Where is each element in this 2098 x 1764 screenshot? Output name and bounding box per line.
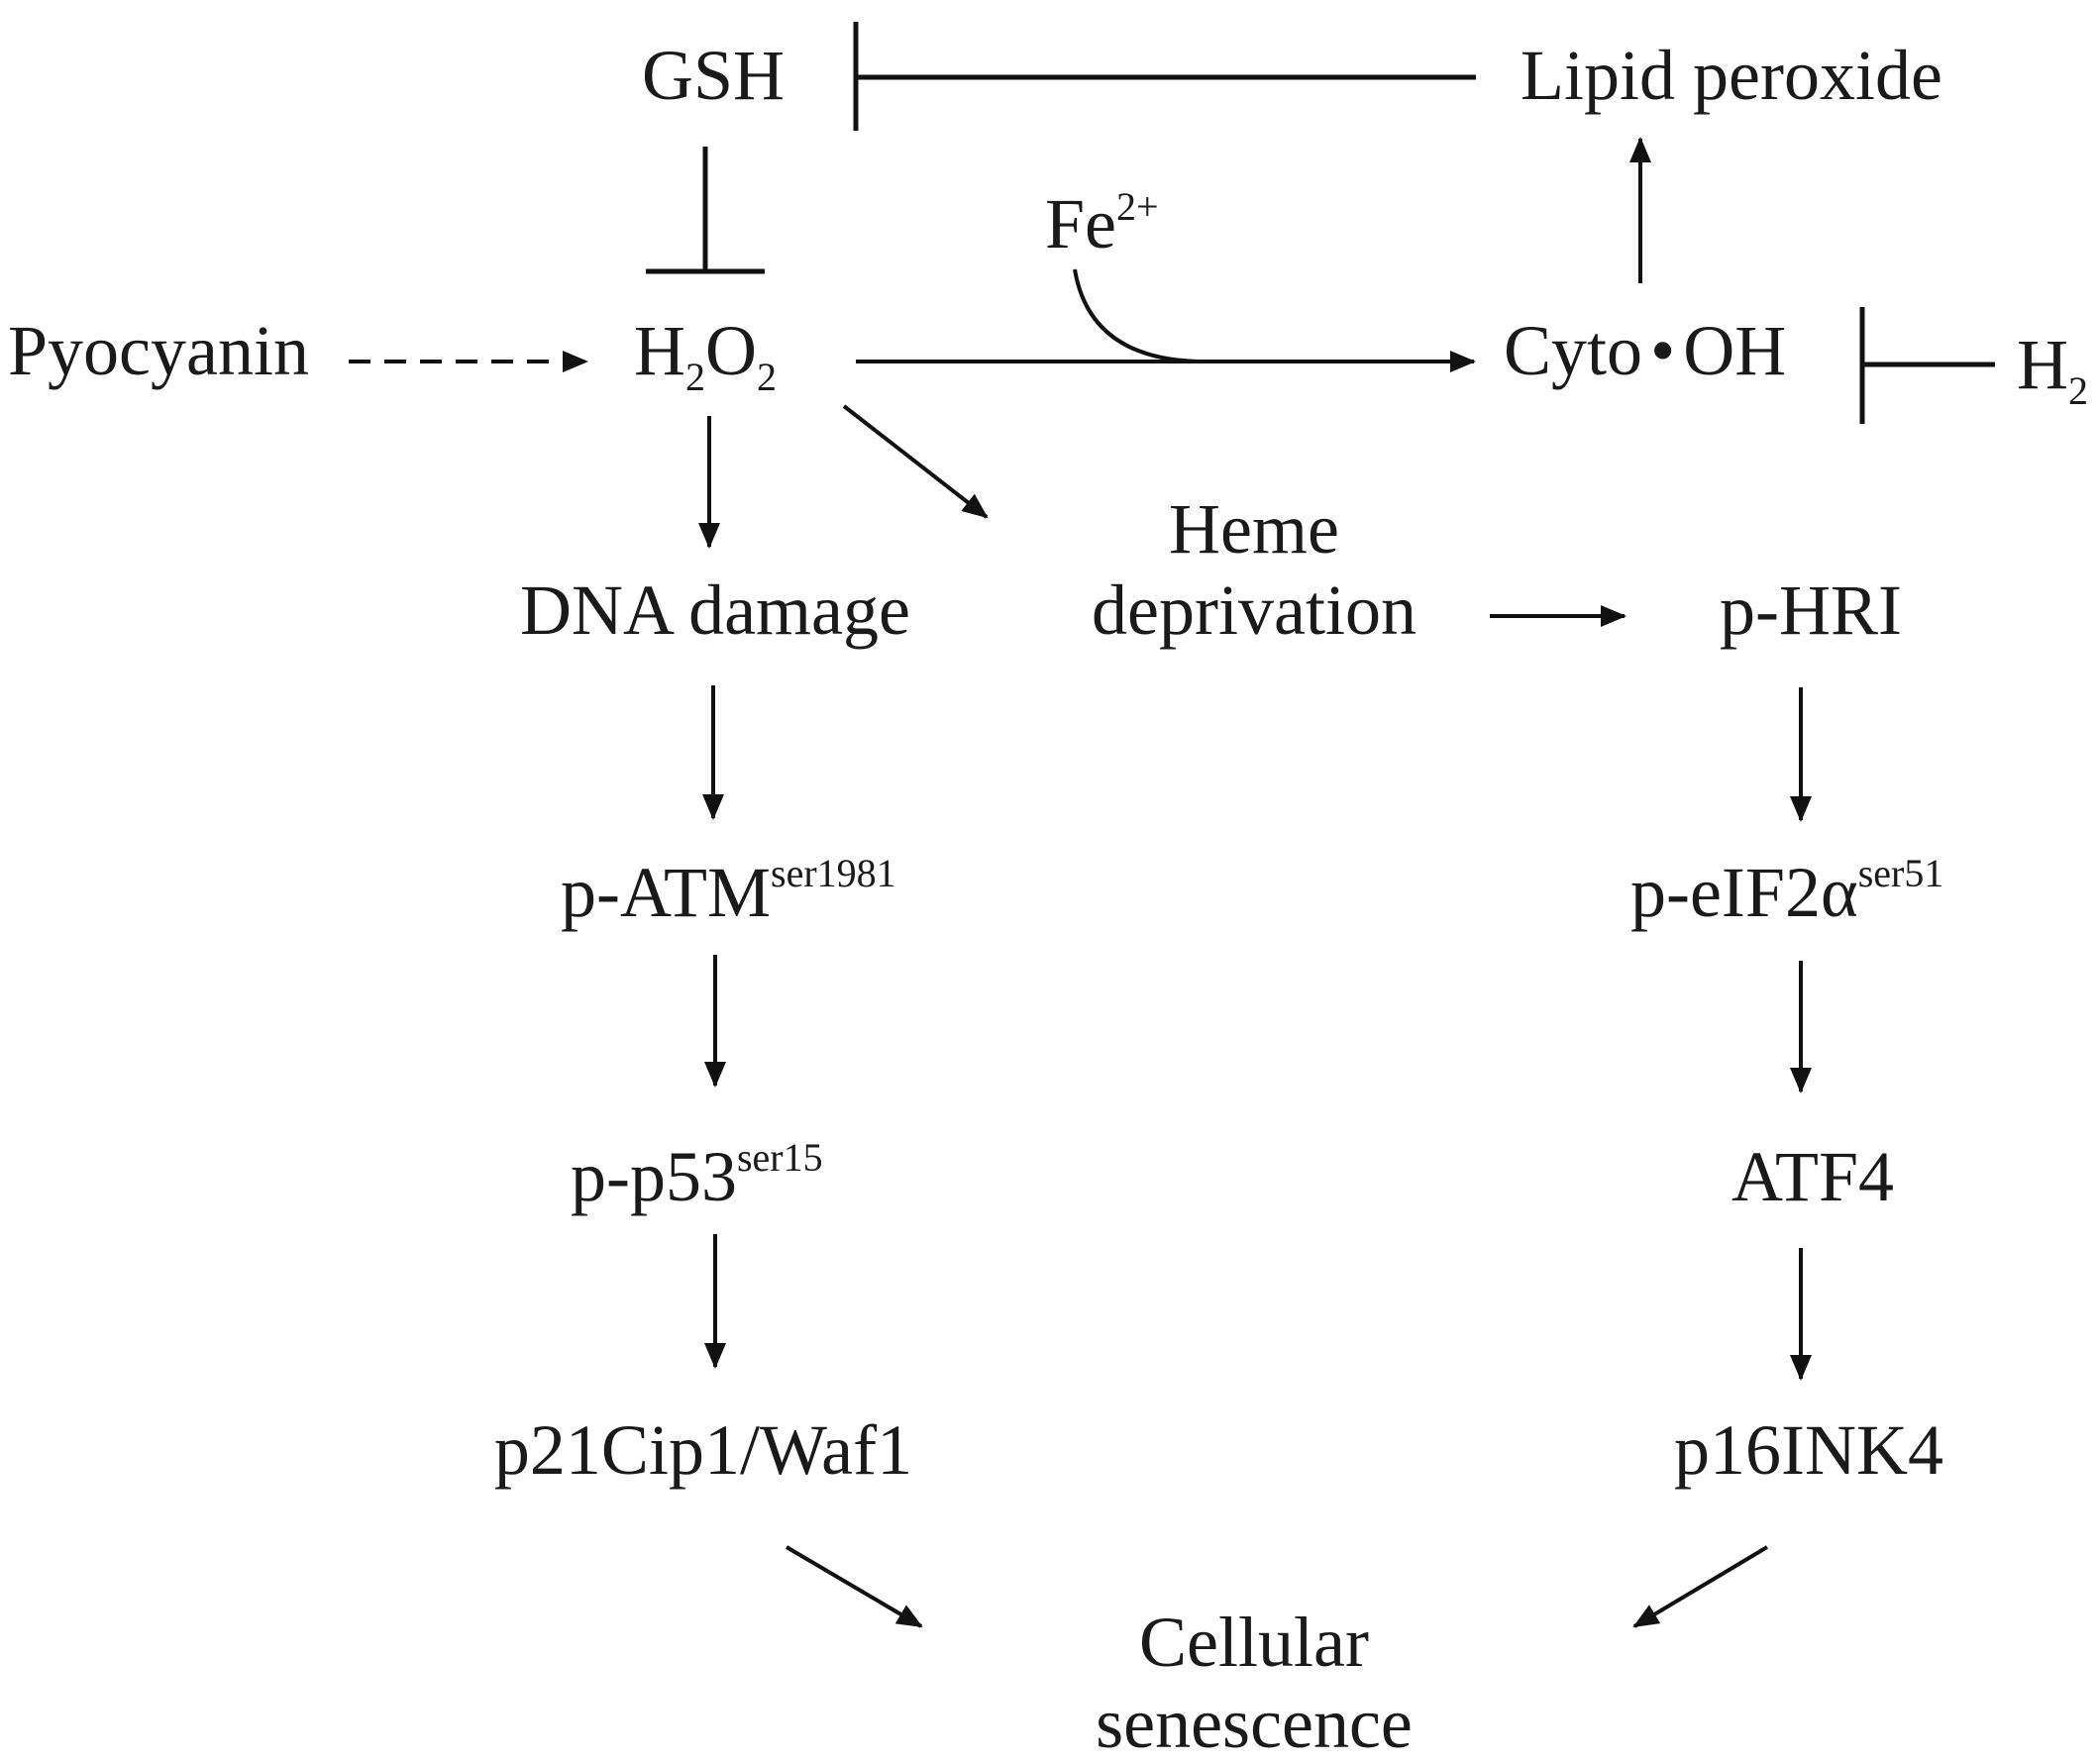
h2-h: H [2017, 325, 2068, 404]
h2o2-sub-2: 2 [757, 355, 777, 399]
node-cellular-senescence-line2: senescence [1096, 1684, 1413, 1763]
p-atm-site: ser1981 [771, 851, 896, 895]
node-atf4: ATF4 [1731, 1137, 1894, 1216]
p-p53-site: ser15 [737, 1135, 823, 1180]
node-heme-deprivation-line1: Heme [1169, 489, 1339, 569]
edge-h2o2-to-heme [842, 404, 989, 519]
h2o2-sub-1: 2 [685, 355, 705, 399]
h2o2-o: O [705, 311, 757, 390]
radical-dot: • [1650, 311, 1675, 390]
node-p-eif2a: p-eIF2αser51 [1630, 851, 1943, 932]
node-heme-deprivation-line2: deprivation [1092, 571, 1416, 650]
edge-p21-to-senescence [785, 1545, 923, 1628]
h2-sub: 2 [2068, 368, 2088, 413]
node-p-p53: p-p53ser15 [571, 1135, 823, 1216]
p-atm-label: p-ATM [561, 853, 771, 932]
node-p21: p21Cip1/Waf1 [494, 1410, 912, 1490]
fe-label: Fe [1045, 184, 1116, 263]
node-h2o2: H2O2 [634, 311, 777, 399]
node-p-hri: p-HRI [1720, 571, 1902, 650]
edge-p16-to-senescence [1632, 1545, 1769, 1628]
p-p53-label: p-p53 [571, 1137, 737, 1216]
node-fe: Fe2+ [1045, 184, 1159, 263]
h2o2-h: H [634, 311, 685, 390]
node-dna-damage: DNA damage [520, 571, 910, 650]
oh-label: OH [1683, 311, 1786, 390]
node-lipid-peroxide: Lipid peroxide [1521, 36, 1942, 115]
node-gsh: GSH [642, 36, 785, 115]
node-p16: p16INK4 [1674, 1410, 1943, 1490]
edge-fe-to-reaction [1073, 268, 1200, 363]
node-cellular-senescence-line1: Cellular [1139, 1603, 1369, 1682]
node-p-atm: p-ATMser1981 [561, 851, 896, 932]
node-cyto-oh: Cyto•OH [1504, 311, 1786, 390]
node-pyocyanin: Pyocyanin [8, 311, 309, 390]
node-h2: H2 [2017, 325, 2088, 413]
cyto-label: Cyto [1504, 311, 1642, 390]
fe-charge: 2+ [1116, 184, 1159, 229]
p-eif2a-site: ser51 [1858, 851, 1944, 895]
p-eif2a-label: p-eIF2α [1630, 853, 1858, 932]
